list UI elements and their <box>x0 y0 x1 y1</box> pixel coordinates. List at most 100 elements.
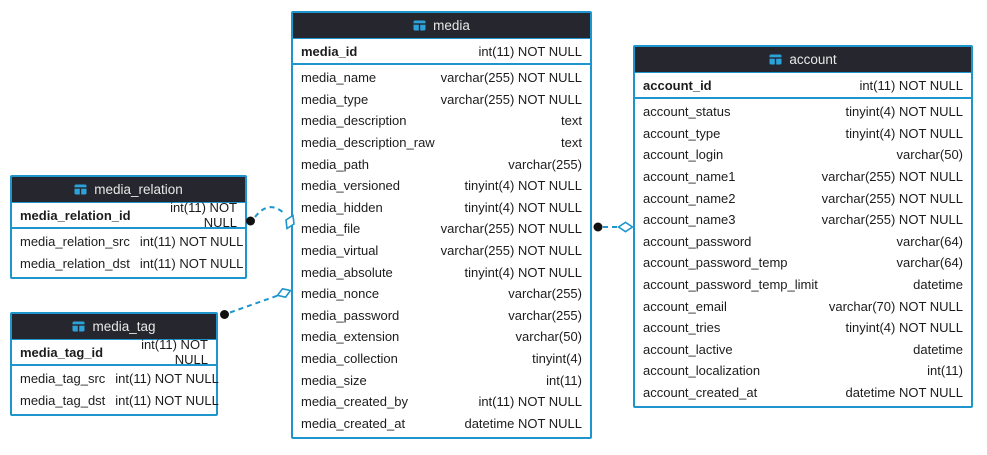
column-type: varchar(255) <box>508 156 582 172</box>
column-type: datetime <box>913 277 963 293</box>
column-name: account_name1 <box>643 169 736 185</box>
table-account-header[interactable]: account <box>635 47 971 73</box>
table-row[interactable]: media_created_by int(11) NOT NULL <box>293 391 590 413</box>
column-type: varchar(255) NOT NULL <box>440 91 582 107</box>
table-row[interactable]: account_name1 varchar(255) NOT NULL <box>635 166 971 188</box>
table-title: media_tag <box>92 319 156 334</box>
table-row[interactable]: account_created_at datetime NOT NULL <box>635 382 971 404</box>
column-name: account_password <box>643 233 752 249</box>
table-row[interactable]: media_tag_src int(11) NOT NULL <box>12 368 219 390</box>
relation-media_relation-to-media[interactable] <box>246 206 295 230</box>
column-name: account_password_temp_limit <box>643 277 818 293</box>
table-row[interactable]: account_localization int(11) <box>635 360 971 382</box>
table-account[interactable]: account account_id int(11) NOT NULL acco… <box>633 45 973 409</box>
table-media-tag[interactable]: media_tag media_tag_id int(11) NOT NULL … <box>10 312 219 417</box>
column-type: varchar(64) <box>896 255 963 271</box>
column-type: text <box>561 135 582 151</box>
column-type: int(11) NOT NULL <box>859 77 963 93</box>
table-row[interactable]: account_lactive datetime <box>635 339 971 361</box>
column-type: tinyint(4) NOT NULL <box>845 125 963 141</box>
table-row[interactable]: media_type varchar(255) NOT NULL <box>293 89 590 111</box>
table-row[interactable]: account_password_temp varchar(64) <box>635 252 971 274</box>
column-name: media_nonce <box>301 286 380 302</box>
column-name: media_collection <box>301 351 398 367</box>
column-name: media_absolute <box>301 264 393 280</box>
open-diamond-icon <box>276 287 292 299</box>
column-name: media_description_raw <box>301 135 435 151</box>
table-media-tag-header[interactable]: media_tag <box>12 314 216 340</box>
column-name: media_relation_src <box>20 234 130 250</box>
column-name: account_localization <box>643 363 761 379</box>
table-title: media_relation <box>94 182 183 197</box>
primary-key-row[interactable]: media_tag_id int(11) NOT NULL <box>12 337 216 367</box>
table-row[interactable]: account_password_temp_limit datetime <box>635 274 971 296</box>
table-row[interactable]: account_password varchar(64) <box>635 231 971 253</box>
open-diamond-icon <box>617 221 634 233</box>
table-columns: media_relation_src int(11) NOT NULL medi… <box>12 229 245 277</box>
table-media[interactable]: media media_id int(11) NOT NULL media_na… <box>291 11 592 440</box>
primary-key-row[interactable]: media_id int(11) NOT NULL <box>293 39 590 65</box>
column-name: account_password_temp <box>643 255 788 271</box>
relation-media-to-account[interactable] <box>593 221 634 233</box>
table-row[interactable]: media_file varchar(255) NOT NULL <box>293 218 590 240</box>
column-name: account_name2 <box>643 190 736 206</box>
table-media-relation[interactable]: media_relation media_relation_id int(11)… <box>10 175 247 280</box>
table-row[interactable]: media_description_raw text <box>293 132 590 154</box>
table-row[interactable]: account_tries tinyint(4) NOT NULL <box>635 317 971 339</box>
column-name: media_hidden <box>301 199 383 215</box>
column-name: account_type <box>643 125 721 141</box>
column-type: int(11) <box>546 372 582 388</box>
table-row[interactable]: media_absolute tinyint(4) NOT NULL <box>293 261 590 283</box>
column-type: tinyint(4) NOT NULL <box>464 264 582 280</box>
column-type: datetime NOT NULL <box>464 415 582 431</box>
table-row[interactable]: media_path varchar(255) <box>293 153 590 175</box>
table-title: media <box>433 18 470 33</box>
column-type: tinyint(4) NOT NULL <box>464 199 582 215</box>
table-row[interactable]: media_name varchar(255) NOT NULL <box>293 67 590 89</box>
table-row[interactable]: account_login varchar(50) <box>635 144 971 166</box>
table-icon <box>413 20 426 31</box>
column-type: int(11) NOT NULL <box>139 255 244 271</box>
column-name: account_status <box>643 104 731 120</box>
primary-key-row[interactable]: account_id int(11) NOT NULL <box>635 73 971 99</box>
column-type: int(11) NOT NULL <box>478 394 582 410</box>
table-row[interactable]: media_size int(11) <box>293 369 590 391</box>
table-columns: media_name varchar(255) NOT NULL media_t… <box>293 65 590 437</box>
table-row[interactable]: media_virtual varchar(255) NOT NULL <box>293 240 590 262</box>
table-row[interactable]: media_description text <box>293 110 590 132</box>
table-row[interactable]: media_collection tinyint(4) <box>293 348 590 370</box>
primary-key-row[interactable]: media_relation_id int(11) NOT NULL <box>12 200 245 230</box>
table-media-relation-header[interactable]: media_relation <box>12 177 245 203</box>
column-type: text <box>561 113 582 129</box>
column-type: varchar(255) NOT NULL <box>440 243 582 259</box>
table-row[interactable]: media_relation_src int(11) NOT NULL <box>12 231 245 253</box>
column-type: varchar(255) NOT NULL <box>440 221 582 237</box>
column-name: media_tag_src <box>20 371 106 387</box>
table-row[interactable]: account_status tinyint(4) NOT NULL <box>635 101 971 123</box>
table-row[interactable]: media_versioned tinyint(4) NOT NULL <box>293 175 590 197</box>
table-row[interactable]: account_name3 varchar(255) NOT NULL <box>635 209 971 231</box>
table-icon <box>74 184 87 195</box>
relation-line <box>229 294 279 314</box>
table-columns: media_tag_src int(11) NOT NULL media_tag… <box>12 366 219 414</box>
relation-media_tag-to-media[interactable] <box>220 287 292 319</box>
relation-line <box>254 206 286 218</box>
column-name: media_type <box>301 91 369 107</box>
table-row[interactable]: media_nonce varchar(255) <box>293 283 590 305</box>
column-type: varchar(255) NOT NULL <box>821 212 963 228</box>
column-name: media_file <box>301 221 361 237</box>
table-row[interactable]: media_extension varchar(50) <box>293 326 590 348</box>
table-row[interactable]: media_hidden tinyint(4) NOT NULL <box>293 197 590 219</box>
table-row[interactable]: account_type tinyint(4) NOT NULL <box>635 123 971 145</box>
table-media-header[interactable]: media <box>293 13 590 39</box>
table-row[interactable]: media_password varchar(255) <box>293 305 590 327</box>
table-row[interactable]: media_created_at datetime NOT NULL <box>293 413 590 435</box>
table-row[interactable]: media_relation_dst int(11) NOT NULL <box>12 253 245 275</box>
table-row[interactable]: media_tag_dst int(11) NOT NULL <box>12 390 219 412</box>
column-name: media_created_by <box>301 394 408 410</box>
column-name: media_relation_id <box>20 207 131 223</box>
column-name: media_size <box>301 372 367 388</box>
table-row[interactable]: account_name2 varchar(255) NOT NULL <box>635 187 971 209</box>
column-name: account_name3 <box>643 212 736 228</box>
table-row[interactable]: account_email varchar(70) NOT NULL <box>635 295 971 317</box>
